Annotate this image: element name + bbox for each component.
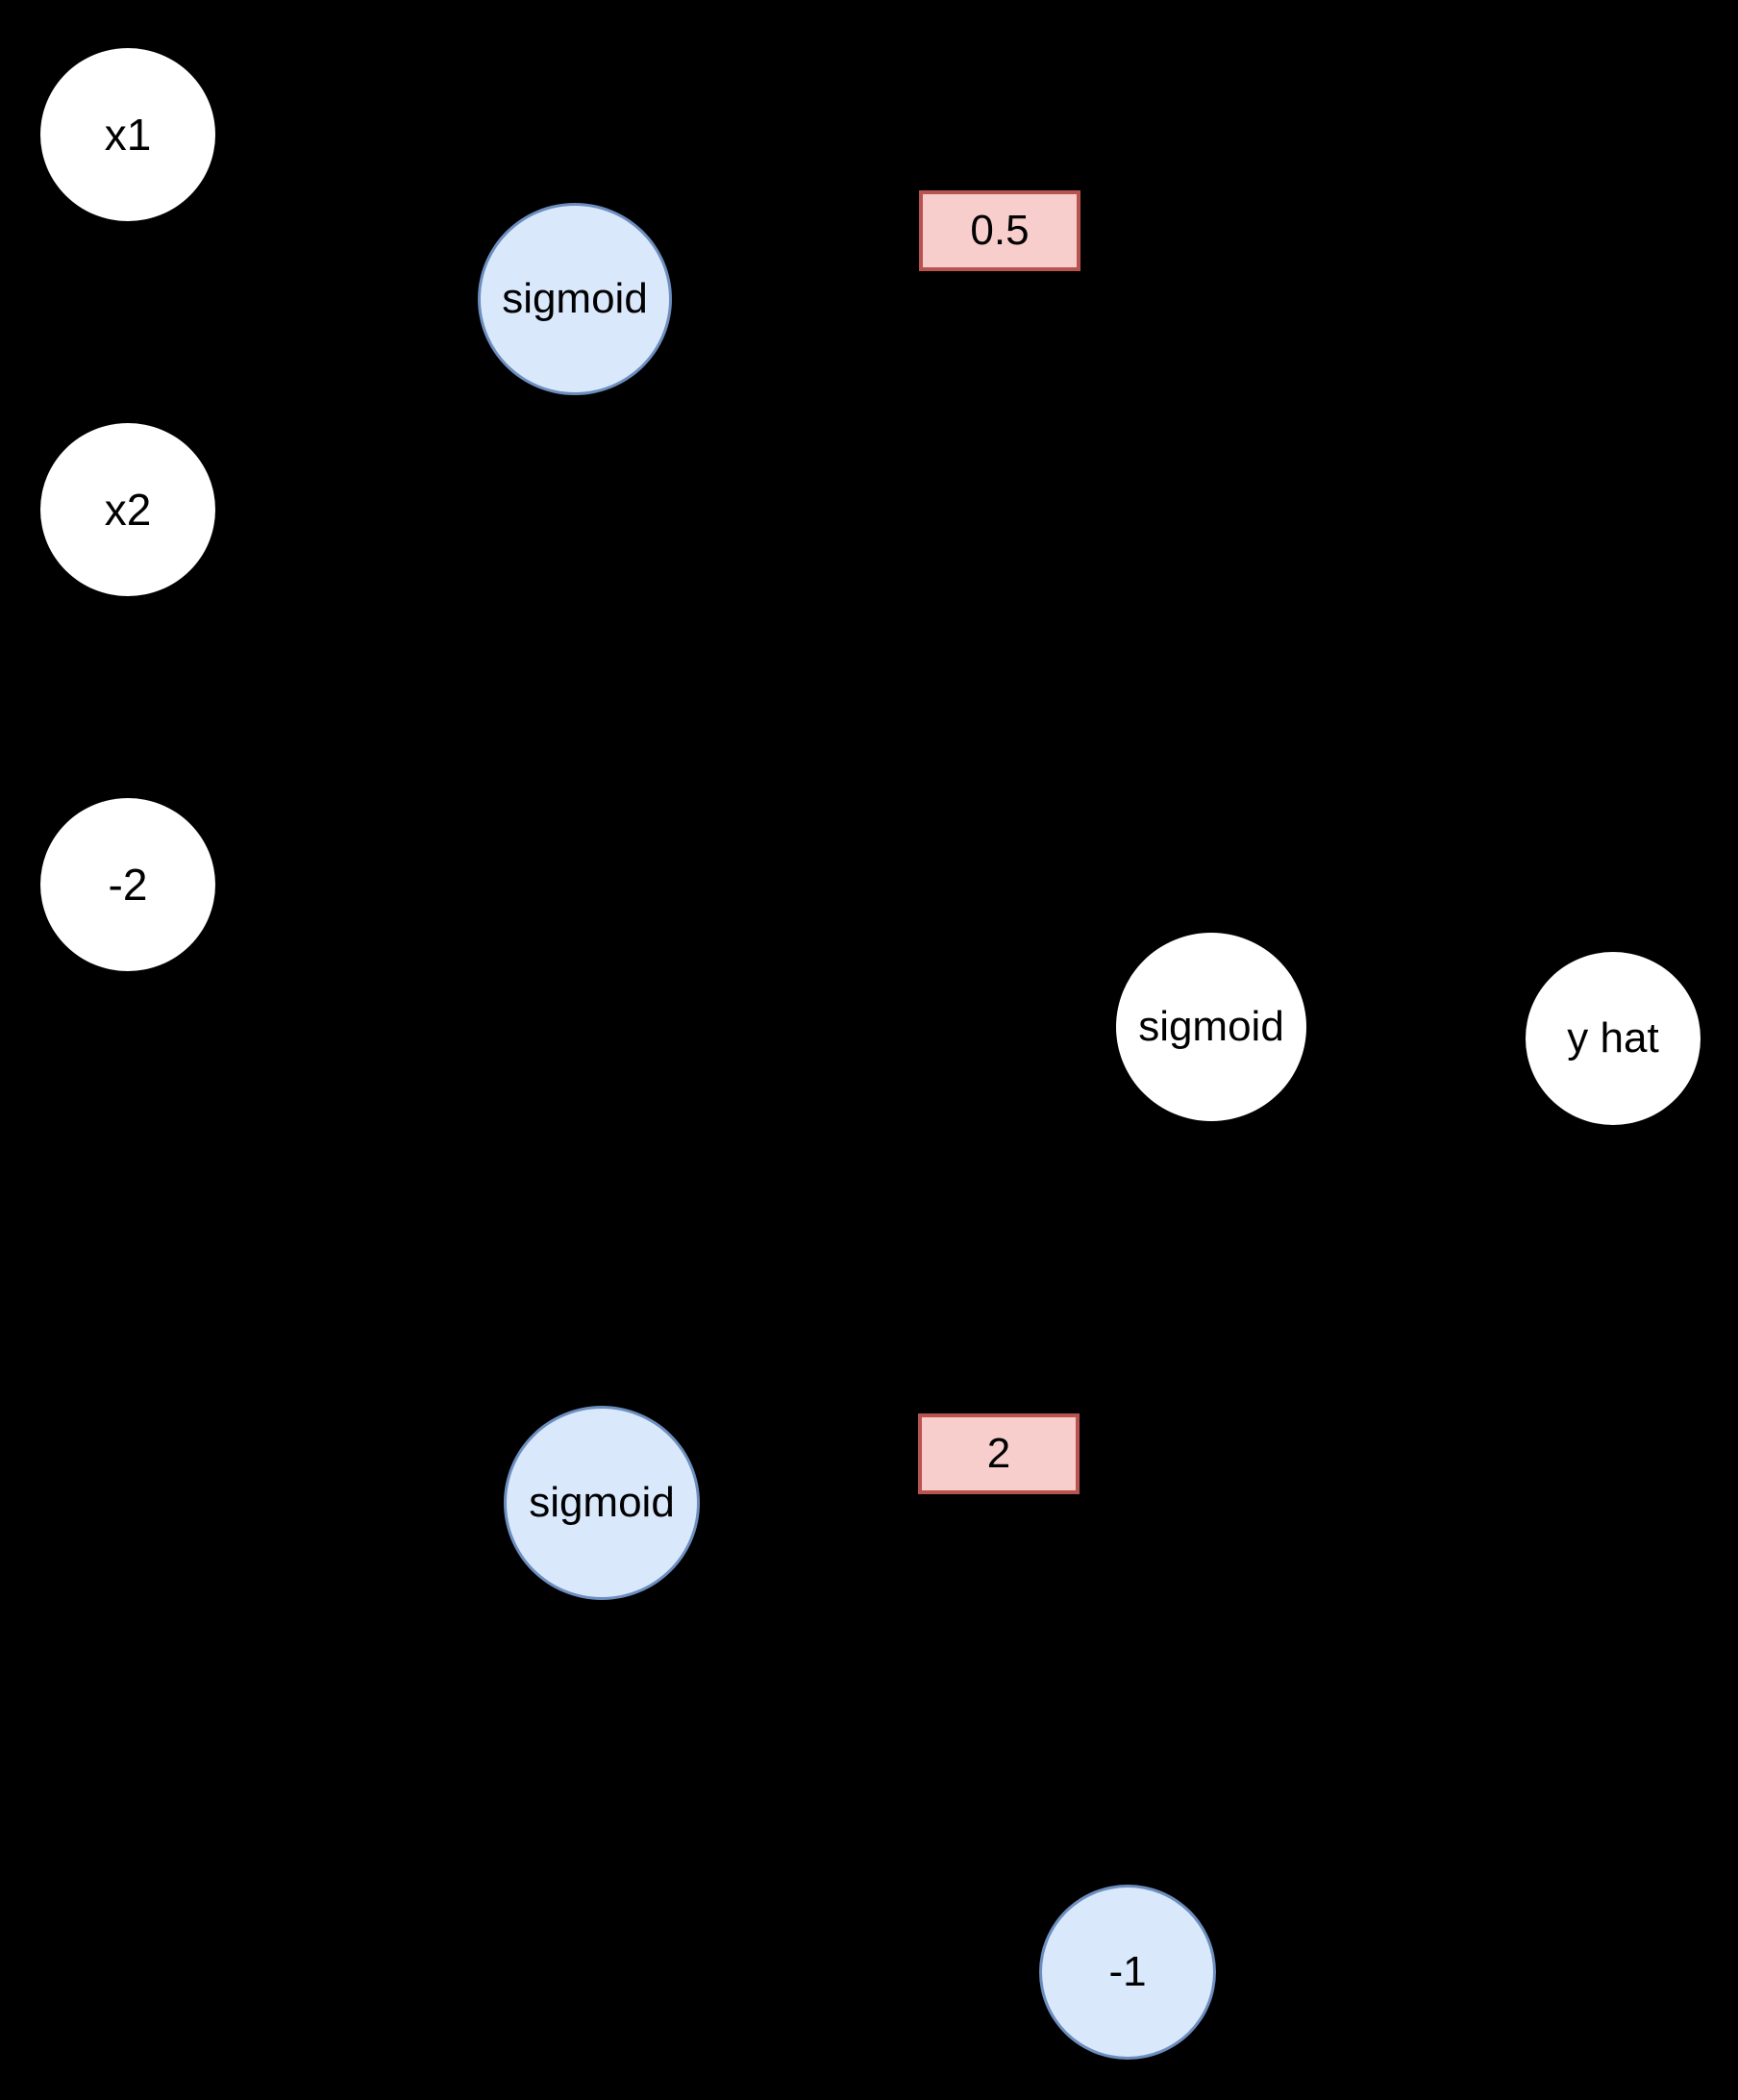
node-weight-minus1[interactable]: -1 — [1039, 1885, 1216, 2060]
node-activation-sigmoid-top[interactable]: sigmoid — [478, 203, 672, 395]
node-output-yhat[interactable]: y hat — [1526, 952, 1701, 1125]
node-label-activation-sigmoid-bottom: sigmoid — [529, 1479, 675, 1526]
node-label-activation-sigmoid-output: sigmoid — [1138, 1003, 1284, 1050]
node-value-two[interactable]: 2 — [918, 1413, 1080, 1494]
node-activation-sigmoid-bottom[interactable]: sigmoid — [504, 1406, 700, 1600]
node-label-input-x1: x1 — [104, 110, 152, 160]
node-value-half[interactable]: 0.5 — [919, 190, 1080, 271]
node-input-x1[interactable]: x1 — [40, 48, 215, 221]
node-label-weight-minus1: -1 — [1108, 1948, 1147, 1995]
node-activation-sigmoid-output[interactable]: sigmoid — [1116, 933, 1306, 1121]
node-input-x2[interactable]: x2 — [40, 423, 215, 596]
node-label-value-half: 0.5 — [970, 207, 1030, 254]
node-weight-minus2[interactable]: -2 — [40, 798, 215, 971]
node-label-value-two: 2 — [986, 1430, 1011, 1477]
node-label-input-x2: x2 — [104, 485, 152, 535]
node-label-activation-sigmoid-top: sigmoid — [502, 275, 648, 322]
node-label-output-yhat: y hat — [1567, 1014, 1659, 1062]
node-label-weight-minus2: -2 — [108, 860, 148, 910]
